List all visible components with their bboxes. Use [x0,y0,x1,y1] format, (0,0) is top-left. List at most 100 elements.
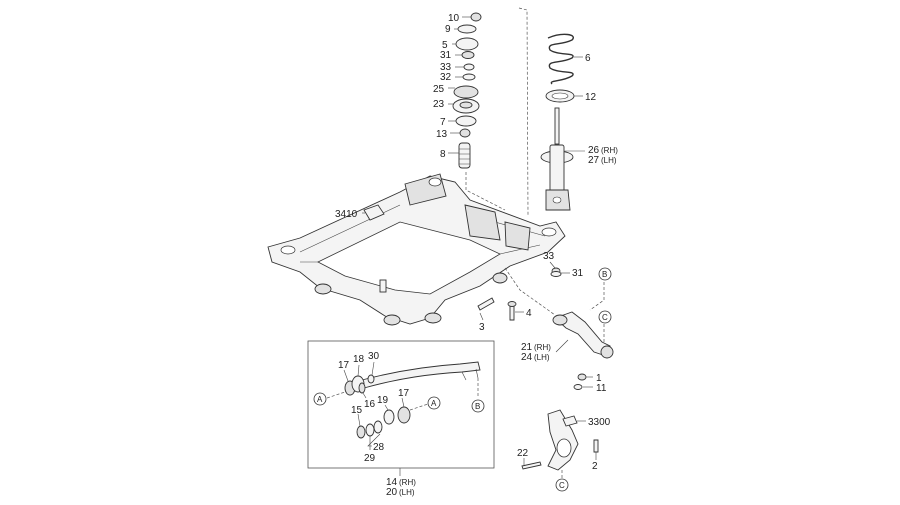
part-16-bushing [358,382,366,394]
ball-joint [600,345,614,359]
part-4-bolt [509,304,515,321]
subframe-bushing-3 [424,312,442,324]
part-3410-bracket [363,204,385,221]
label-7: 7 [440,117,446,128]
reference-markers: B C A A B C [313,267,612,492]
label-18: 18 [353,354,365,365]
ref-a-left: A [317,395,323,404]
strut-piston-rod [554,107,560,145]
part-3-bolt [477,297,495,311]
label-27-side: (LH) [601,156,617,165]
part-13-bumper [459,128,471,138]
ref-b-stab-circle [471,399,485,413]
leader-30 [371,361,375,376]
subframe-tower-rear [504,221,531,251]
label-33b: 33 [543,251,555,262]
subframe-tower-right [464,204,501,241]
label-13: 13 [436,129,448,140]
label-19: 19 [377,395,389,406]
leader-lines [343,16,597,478]
label-30: 30 [368,351,380,362]
label-23: 23 [433,99,445,110]
ref-c-knuckle-circle [555,478,569,492]
part-19-bushing [383,409,395,425]
subframe-mount-hole-rl [428,177,442,187]
leader-21 [555,339,569,353]
part-25-insulator [453,85,479,99]
label-3300: 3300 [588,417,611,428]
label-1: 1 [596,373,602,384]
part-5-cover [455,37,479,51]
leader-19 [384,404,389,411]
label-8: 8 [440,149,446,160]
label-10: 10 [448,13,460,24]
subframe-mount-hole-fl [280,245,296,255]
label-31b: 31 [572,268,584,279]
part-11-washer [573,384,583,390]
label-9: 9 [445,24,451,35]
stabilizer-end-link [461,368,479,381]
label-29: 29 [364,453,376,464]
label-32: 32 [440,72,452,83]
label-3410: 3410 [335,209,358,220]
part-12-spring-pad-inner [551,92,569,100]
ref-c-arm: C [602,313,608,322]
part-10-nut [470,12,482,22]
ref-a-right-circle [427,396,441,410]
label-3: 3 [479,322,485,333]
part-31-washer-lower [550,271,562,277]
subframe-bracket-small [379,279,387,293]
label-16: 16 [364,399,376,410]
label-17a: 17 [338,360,350,371]
label-26: 26 [588,145,600,156]
label-31a: 31 [440,50,452,61]
leader-17b [401,397,405,408]
part-7-seat [455,115,477,127]
part-9-cap [457,24,477,34]
lower-control-arm-assembly [552,311,614,390]
label-25: 25 [433,84,445,95]
label-15: 15 [351,405,363,416]
label-33a: 33 [440,62,452,73]
subframe-bushing-4 [492,272,508,284]
part-30-clamp [367,374,375,384]
label-24: 24 [521,352,533,363]
subframe-bushing-1 [314,283,332,295]
label-21: 21 [521,342,533,353]
leader-3 [479,312,484,321]
part-32-washer [462,73,476,81]
ref-a-left-circle [313,392,327,406]
subframe-inner [317,221,501,295]
leader-18 [357,364,360,377]
part-6-coil-spring [547,33,574,85]
label-5: 5 [442,40,448,51]
part-labels: 10 9 5 31 33 32 25 23 7 13 8 6 12 26 (RH… [335,13,618,498]
label-20: 20 [386,487,398,498]
subframe-bushing-2 [383,314,401,326]
label-14: 14 [386,477,398,488]
ref-b-arm-circle [598,267,612,281]
ref-b-arm: B [602,270,607,279]
ref-c-arm-circle [598,310,612,324]
guide-stab-a-left [326,391,346,399]
label-28: 28 [373,442,385,453]
guide-spring [518,7,529,216]
guide-stab-a-right [409,403,429,411]
leader-28 [367,433,381,447]
part-8-boot-ribs [459,148,470,165]
subframe-mount-hole-fr [541,227,557,237]
part-31-nut [461,51,475,59]
steering-knuckle [521,409,599,471]
part-17-bushing-right [397,406,411,424]
knuckle-hub-bore [556,438,572,458]
part-29-washer [365,423,375,437]
label-6: 6 [585,53,591,64]
front-subframe [267,173,566,326]
leader-33b [549,261,556,269]
label-4: 4 [526,308,532,319]
stabilizer-bar [361,361,481,389]
arm-bushing-front [552,314,568,326]
label-26-side: (RH) [601,146,618,155]
